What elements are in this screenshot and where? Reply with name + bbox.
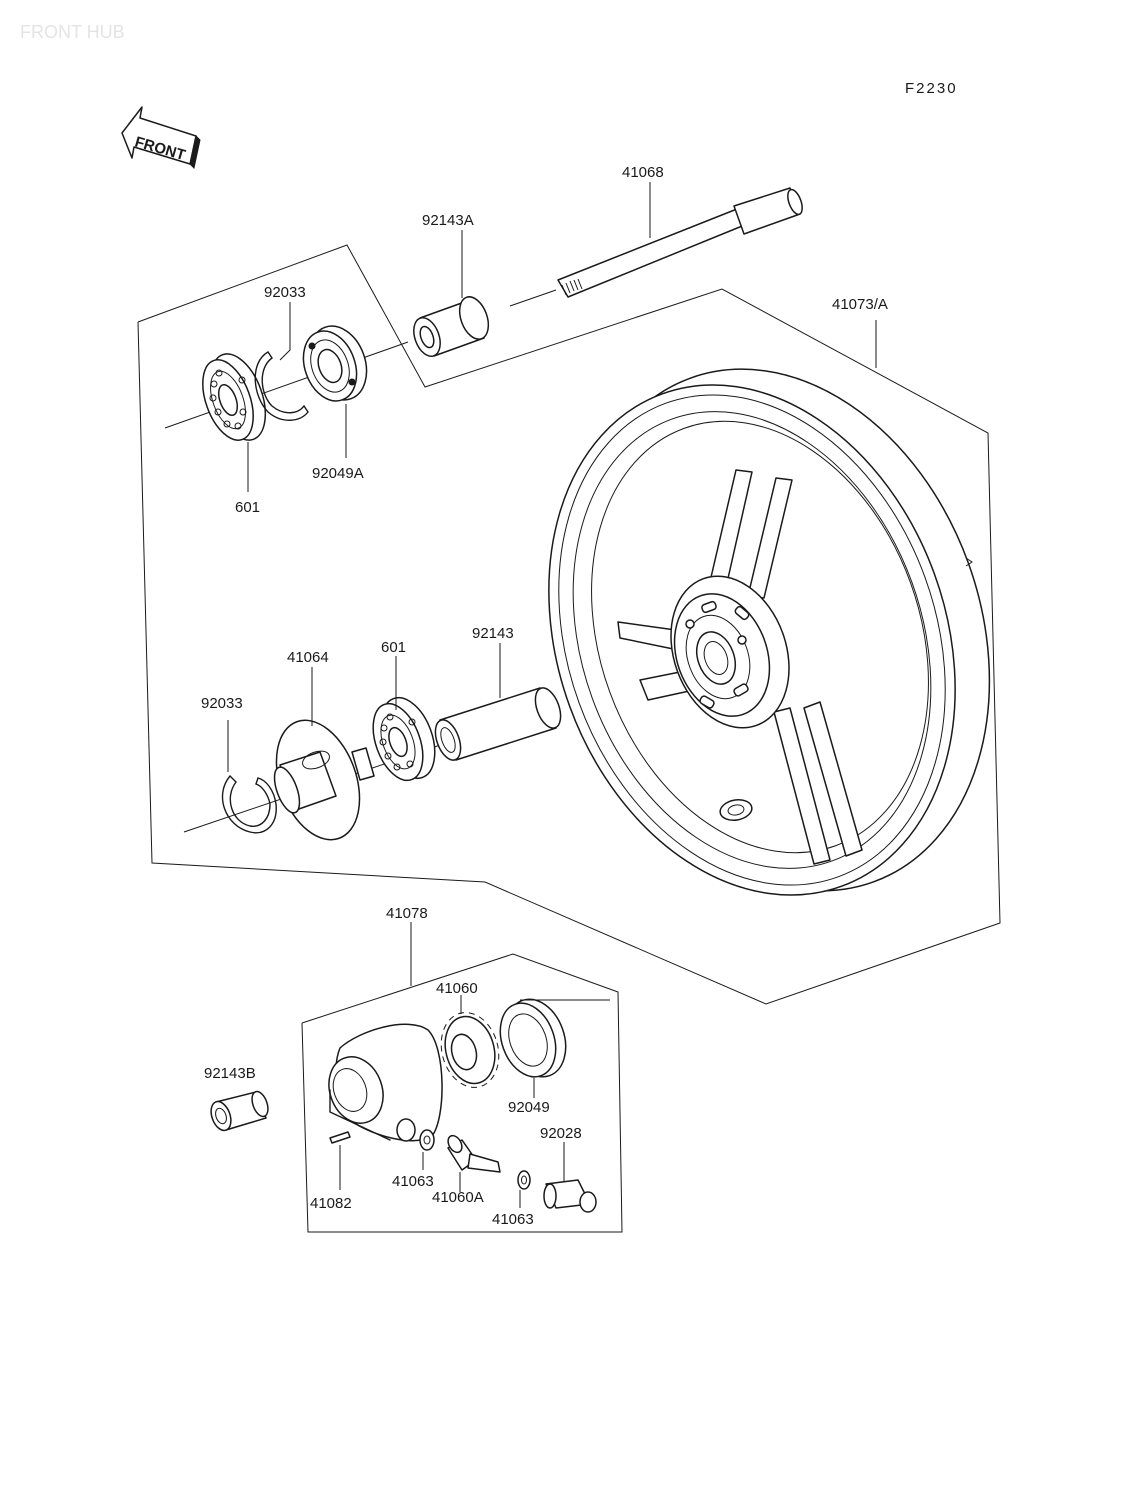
washer-left (419, 1129, 435, 1151)
leader-circlip-top (279, 302, 291, 361)
axle (509, 187, 803, 307)
label-washer-right: 41063 (492, 1211, 534, 1228)
circlip-top (254, 351, 309, 421)
label-hub-plate: 41064 (287, 649, 329, 666)
label-bearing-mid: 601 (381, 639, 406, 656)
collar (434, 687, 562, 761)
washer-right (517, 1170, 531, 1190)
bushing (543, 1179, 597, 1213)
label-gear-shaft: 41060A (432, 1189, 484, 1206)
watermark-title: FRONT HUB (20, 22, 125, 42)
circlip-mid (221, 775, 277, 834)
oil-seal-a (302, 325, 368, 402)
label-washer-left: 41063 (392, 1173, 434, 1190)
gear-housing (328, 1023, 443, 1142)
label-collar-b: 92143B (204, 1065, 256, 1082)
label-wheel: 41073/A (832, 296, 888, 313)
bearing-mid (372, 696, 436, 782)
label-circlip-top: 92033 (264, 284, 306, 301)
label-pin: 41082 (310, 1195, 352, 1212)
gear (440, 1012, 500, 1088)
label-bushing: 92028 (540, 1125, 582, 1142)
pin (329, 1131, 351, 1144)
collar-b (210, 1090, 269, 1132)
assembly-outline (137, 244, 1001, 1233)
label-collar-a: 92143A (422, 212, 474, 229)
label-oil-seal-a: 92049A (312, 465, 364, 482)
axis-line-top (164, 341, 409, 429)
collar-a (413, 296, 490, 357)
label-circlip-mid: 92033 (201, 695, 243, 712)
hub-plate (273, 719, 375, 841)
wheel-rim (548, 368, 991, 896)
label-gear-housing: 41078 (386, 905, 428, 922)
bearing-top (202, 353, 267, 441)
label-collar: 92143 (472, 625, 514, 642)
label-bearing-top: 601 (235, 499, 260, 516)
label-axle: 41068 (622, 164, 664, 181)
front-direction-arrow: FRONT (121, 106, 201, 170)
oil-seal (499, 998, 610, 1078)
label-gear: 41060 (436, 980, 478, 997)
label-oil-seal: 92049 (508, 1099, 550, 1116)
figure-code: F2230 (905, 80, 958, 97)
gear-shaft (447, 1134, 501, 1173)
